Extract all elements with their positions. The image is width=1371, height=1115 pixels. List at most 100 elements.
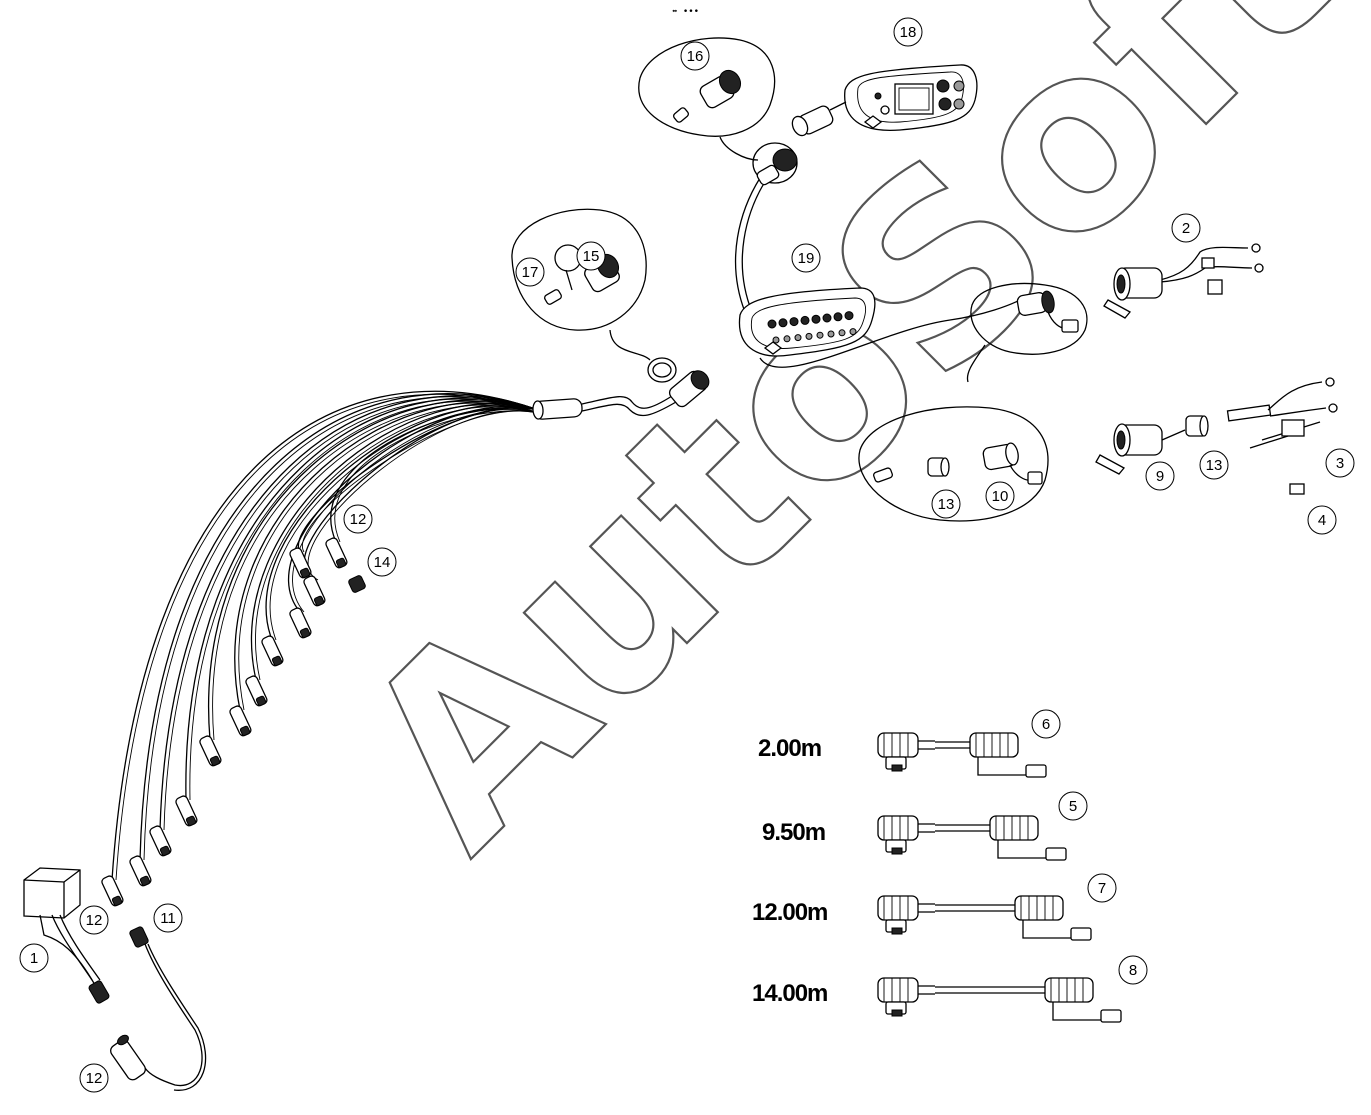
power-socket-9 bbox=[1095, 423, 1186, 475]
power-socket-2 bbox=[1103, 243, 1264, 319]
harness-wire bbox=[297, 407, 539, 553]
extension-cable bbox=[877, 895, 1092, 941]
callout-label: 17 bbox=[522, 264, 539, 281]
callout-c19: 19 bbox=[791, 243, 821, 273]
wire-end-connector bbox=[101, 875, 124, 907]
callout-label: 5 bbox=[1069, 798, 1077, 815]
cable-length-label: 2.00m bbox=[758, 735, 821, 762]
wire-end-connector bbox=[129, 855, 152, 887]
harness-wire bbox=[234, 401, 539, 711]
callout-c12a: 12 bbox=[343, 504, 373, 534]
wire-end-connector bbox=[199, 735, 222, 767]
detail-bubble-16 bbox=[638, 37, 776, 161]
callout-c1: 1 bbox=[19, 943, 49, 973]
display-cable bbox=[734, 177, 761, 313]
callout-c4: 4 bbox=[1307, 505, 1337, 535]
callout-label: 12 bbox=[86, 1070, 103, 1087]
harness-wire bbox=[330, 407, 539, 543]
callout-c18: 18 bbox=[893, 17, 923, 47]
callout-c2: 2 bbox=[1171, 213, 1201, 243]
callout-c3: 3 bbox=[1325, 448, 1355, 478]
connector-16-inline bbox=[752, 142, 798, 186]
wire-end-connector bbox=[261, 635, 284, 667]
harness-wire bbox=[185, 397, 539, 801]
callout-c17: 17 bbox=[515, 257, 545, 287]
wire-end-connector bbox=[289, 547, 312, 579]
wire-end-connector bbox=[175, 795, 198, 827]
callout-c16: 16 bbox=[680, 41, 710, 71]
callout-label: 9 bbox=[1156, 468, 1164, 485]
callout-label: 1 bbox=[30, 950, 38, 967]
display-screen bbox=[894, 83, 934, 115]
harness-connector-15 bbox=[647, 357, 710, 408]
callout-c14: 14 bbox=[367, 547, 397, 577]
detail-bubble-15 bbox=[511, 208, 651, 361]
callout-c6: 6 bbox=[1031, 709, 1061, 739]
header-mark: ⬌ ••• bbox=[672, 7, 699, 17]
callout-label: 7 bbox=[1098, 880, 1106, 897]
clip-14 bbox=[348, 575, 366, 593]
callout-label: 19 bbox=[798, 250, 815, 267]
callout-label: 4 bbox=[1318, 512, 1326, 529]
junction-box-1 bbox=[23, 867, 110, 1004]
cable-length-label: 9.50m bbox=[762, 819, 825, 846]
extension-cable bbox=[877, 732, 1047, 778]
callout-c13a: 13 bbox=[1199, 450, 1229, 480]
callout-label: 3 bbox=[1336, 455, 1344, 472]
extension-cables bbox=[877, 732, 1122, 1023]
callout-label: 13 bbox=[938, 496, 955, 513]
harness-wire bbox=[159, 395, 539, 831]
cable-length-labels: 2.00m 9.50m 12.00m 14.00m bbox=[752, 735, 828, 1007]
power-lead-3 bbox=[1226, 377, 1338, 449]
detail-bubble-10-13 bbox=[858, 406, 1049, 522]
control-display-18 bbox=[791, 64, 978, 137]
callout-label: 14 bbox=[374, 554, 391, 571]
cable-length-label: 12.00m bbox=[752, 899, 827, 926]
callout-label: 10 bbox=[992, 488, 1009, 505]
callout-label: 12 bbox=[350, 511, 367, 528]
wire-end-connector bbox=[229, 705, 252, 737]
callout-label: 11 bbox=[160, 910, 176, 927]
harness-wire bbox=[208, 399, 539, 741]
callout-c9: 9 bbox=[1145, 461, 1175, 491]
coupler-13-b bbox=[1185, 415, 1209, 437]
main-harness bbox=[101, 390, 677, 907]
harness-wire bbox=[287, 405, 539, 613]
cable-length-label: 14.00m bbox=[752, 980, 827, 1007]
callout-label: 13 bbox=[1206, 457, 1223, 474]
callout-c15: 15 bbox=[576, 241, 606, 271]
callout-c11: 11 bbox=[153, 903, 183, 933]
callout-label: 12 bbox=[86, 912, 103, 929]
callout-c8: 8 bbox=[1118, 955, 1148, 985]
callout-label: 2 bbox=[1182, 220, 1190, 237]
callout-label: 8 bbox=[1129, 962, 1137, 979]
harness-wire bbox=[265, 404, 539, 641]
harness-wire bbox=[139, 393, 539, 861]
switch-module-19 bbox=[738, 287, 1021, 368]
detail-bubble-19-connector bbox=[966, 282, 1088, 383]
callout-c10: 10 bbox=[985, 481, 1015, 511]
wire-end-connector bbox=[325, 537, 348, 569]
extension-cable bbox=[877, 815, 1067, 861]
callout-label: 18 bbox=[900, 24, 917, 41]
callout-c12c: 12 bbox=[79, 1063, 109, 1093]
wire-end-connector bbox=[289, 607, 312, 639]
sensor-lead-11 bbox=[110, 926, 207, 1091]
callout-c7: 7 bbox=[1087, 873, 1117, 903]
callout-label: 16 bbox=[687, 48, 704, 65]
wire-end-connector bbox=[149, 825, 172, 857]
harness-wire bbox=[250, 402, 539, 681]
callout-c5: 5 bbox=[1058, 791, 1088, 821]
callout-label: 15 bbox=[583, 248, 600, 265]
wire-end-connector bbox=[303, 575, 326, 607]
harness-wire bbox=[111, 390, 539, 881]
fuse-4 bbox=[1289, 483, 1305, 495]
callout-c13b: 13 bbox=[931, 489, 961, 519]
callout-c12b: 12 bbox=[79, 905, 109, 935]
extension-cable bbox=[877, 977, 1122, 1023]
harness-trunk bbox=[581, 395, 673, 409]
callout-label: 6 bbox=[1042, 716, 1050, 733]
wire-end-connector bbox=[245, 675, 268, 707]
